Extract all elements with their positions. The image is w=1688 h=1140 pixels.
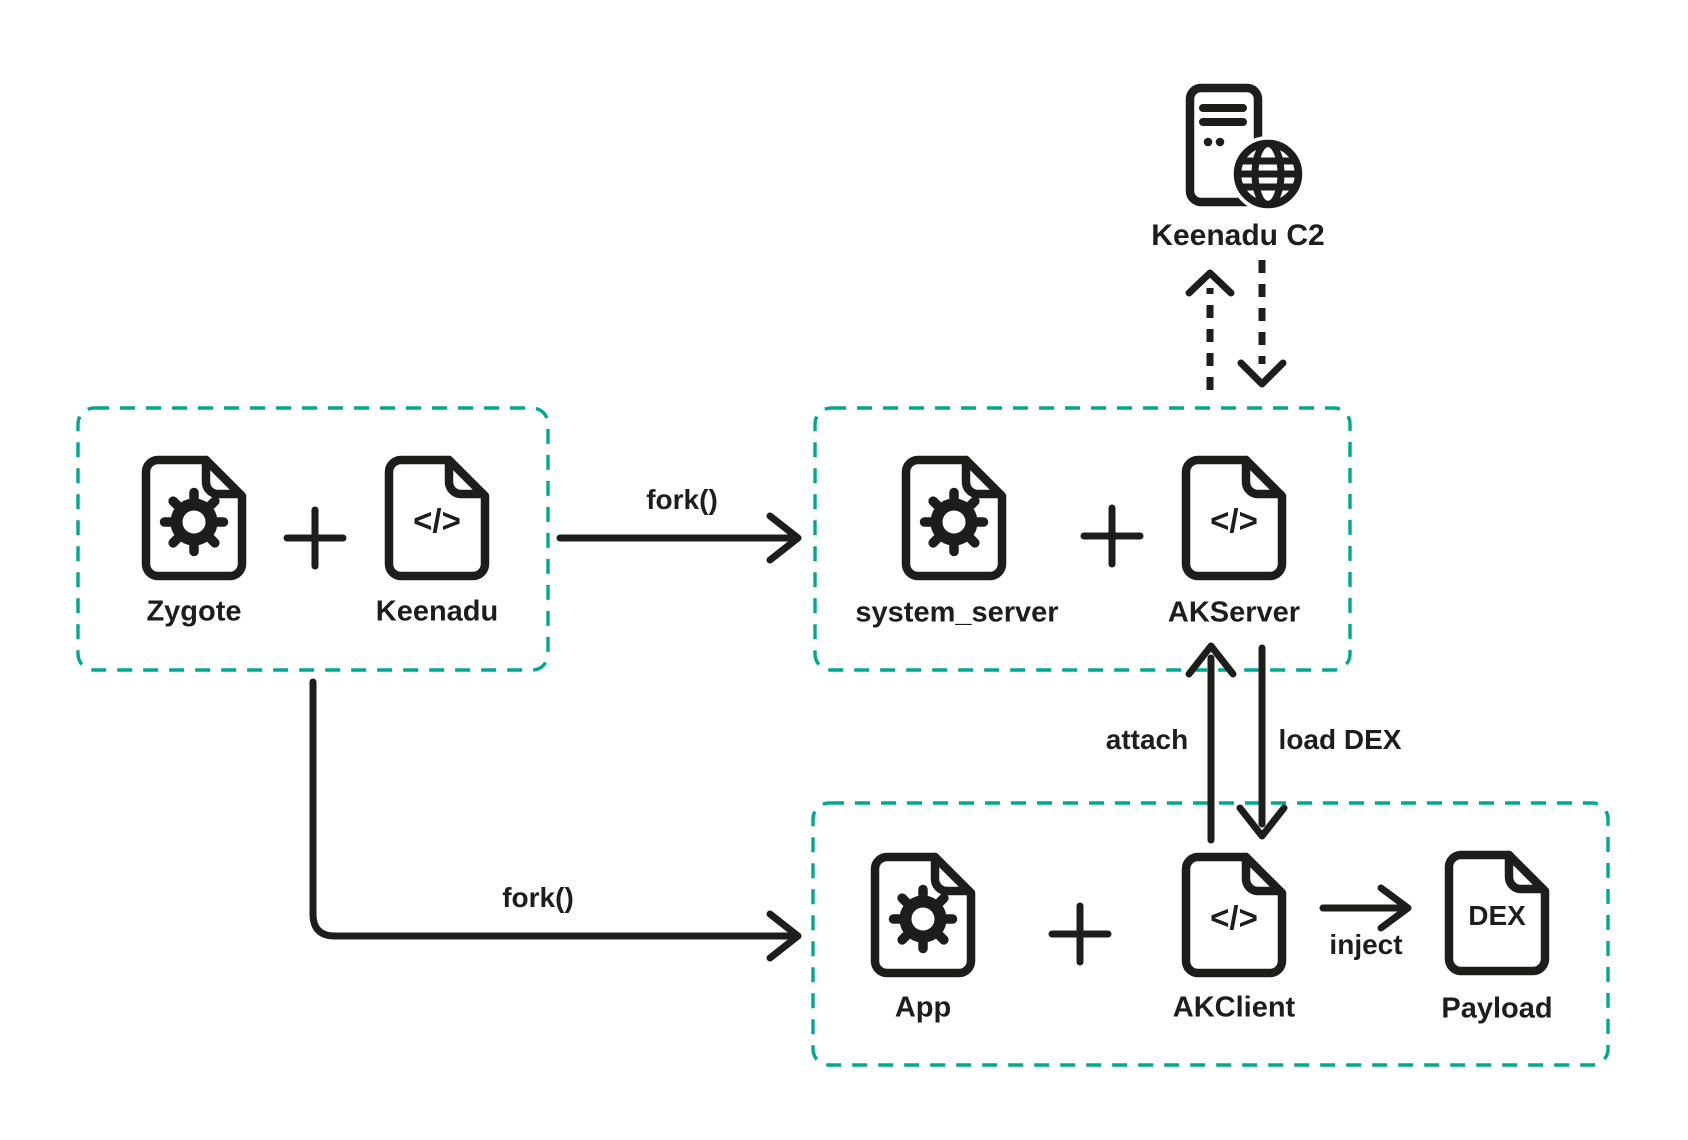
fork-bottom-label: fork() <box>502 882 574 913</box>
code-file-icon: </> <box>389 460 485 576</box>
dex-glyph: DEX <box>1468 900 1526 931</box>
code-glyph: </> <box>413 502 461 539</box>
load-dex-label: load DEX <box>1278 724 1402 755</box>
gear-file-icon <box>906 460 1002 576</box>
payload-label: Payload <box>1441 992 1553 1025</box>
code-glyph: </> <box>1210 899 1258 936</box>
inject-arrow <box>1319 884 1412 932</box>
gear-file-icon <box>146 460 242 576</box>
akclient-label: AKClient <box>1172 991 1296 1024</box>
load-dex-arrow <box>1236 644 1288 840</box>
c2-upload-arrow <box>1185 269 1235 390</box>
code-file-icon: </> <box>1186 460 1282 576</box>
code-glyph: </> <box>1210 502 1258 539</box>
c2-download-arrow <box>1237 260 1287 388</box>
app-label: App <box>894 991 952 1024</box>
attach-arrow <box>1185 642 1237 844</box>
gear-file-icon <box>875 857 971 973</box>
akserver-label: AKServer <box>1167 596 1301 629</box>
zygote-label: Zygote <box>146 595 242 628</box>
plus-icon <box>1084 508 1140 564</box>
keenadu-label: Keenadu <box>375 595 499 628</box>
fork-arrow-bottom <box>309 678 802 962</box>
fork-arrow-top <box>556 512 802 564</box>
system-server-label: system_server <box>855 596 1059 629</box>
code-file-icon: </> <box>1186 857 1282 973</box>
fork-top-label: fork() <box>646 484 718 515</box>
zygote-keenadu-box <box>76 406 550 672</box>
dex-file-icon: DEX <box>1449 855 1545 971</box>
plus-icon <box>287 510 343 566</box>
globe-icon <box>1230 136 1306 212</box>
inject-label: inject <box>1329 929 1403 960</box>
plus-icon <box>1052 906 1108 962</box>
c2-label: Keenadu C2 <box>1151 219 1325 252</box>
attach-label: attach <box>1105 724 1189 755</box>
